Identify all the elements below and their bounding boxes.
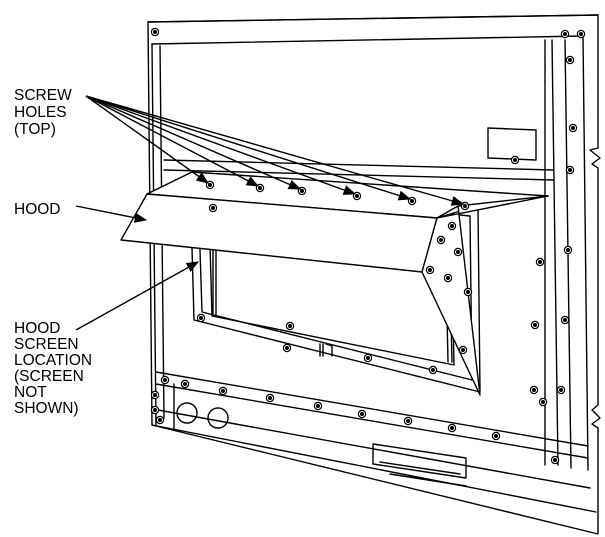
screw-head bbox=[529, 385, 539, 395]
screw-head bbox=[576, 29, 586, 39]
screw-head bbox=[463, 287, 473, 297]
leader-hood-screen bbox=[75, 261, 200, 331]
label-line: LOCATION bbox=[14, 352, 92, 369]
screw-head bbox=[196, 313, 206, 323]
screw-head bbox=[563, 245, 573, 255]
label-line: SCREEN bbox=[14, 336, 79, 353]
label-hood: HOOD bbox=[14, 201, 61, 218]
label-line: SHOWN) bbox=[14, 400, 79, 417]
inner-ledge bbox=[163, 159, 555, 181]
screw-head bbox=[565, 55, 575, 65]
label-plate bbox=[487, 127, 537, 161]
screw-head bbox=[403, 416, 413, 426]
label-line: HOOD bbox=[14, 320, 61, 337]
screw-head bbox=[568, 123, 578, 133]
screw-head bbox=[491, 431, 501, 441]
screw-head bbox=[363, 353, 373, 363]
label-line: (TOP) bbox=[14, 121, 56, 138]
leader-screw-5 bbox=[85, 95, 412, 201]
leader-screw-2 bbox=[85, 95, 260, 187]
screw-head bbox=[282, 343, 292, 353]
screw-head bbox=[150, 405, 160, 415]
screw-head bbox=[265, 393, 275, 403]
leader-lines bbox=[75, 95, 465, 331]
label-line: (SCREEN bbox=[14, 368, 84, 385]
frame-marking bbox=[319, 343, 333, 357]
screw-head bbox=[436, 235, 446, 245]
screw-head bbox=[453, 247, 463, 257]
screw-head bbox=[428, 365, 438, 375]
screw-head bbox=[458, 345, 468, 355]
screw-head bbox=[180, 379, 190, 389]
screw-head bbox=[510, 155, 520, 165]
base-handle bbox=[372, 443, 467, 487]
leader-screw-3 bbox=[85, 95, 302, 190]
label-line: HOLES bbox=[14, 104, 67, 121]
hood-side-panel bbox=[421, 195, 549, 396]
screw-head bbox=[313, 401, 323, 411]
screw-head bbox=[425, 265, 435, 275]
screw-head bbox=[550, 455, 560, 465]
knockout-1 bbox=[176, 402, 198, 424]
screw-head bbox=[205, 180, 215, 190]
screw-head bbox=[285, 321, 295, 331]
knockout-2 bbox=[207, 407, 229, 429]
screw-head bbox=[208, 203, 218, 213]
leader-screw-6 bbox=[85, 95, 465, 206]
screw-head bbox=[560, 29, 570, 39]
screw-head bbox=[155, 415, 165, 425]
screw-head bbox=[535, 257, 545, 267]
leader-screw-4 bbox=[85, 95, 357, 195]
screw-head bbox=[160, 375, 170, 385]
screw-head bbox=[447, 423, 457, 433]
screw-head bbox=[447, 221, 457, 231]
label-screw-holes: SCREW HOLES (TOP) bbox=[14, 87, 76, 138]
screw-head bbox=[560, 315, 570, 325]
label-line: HOOD bbox=[14, 201, 61, 218]
screw-head bbox=[565, 165, 575, 175]
cabinet-outline bbox=[147, 14, 601, 535]
screw-head bbox=[150, 390, 160, 400]
screw-head bbox=[530, 320, 540, 330]
screws bbox=[150, 27, 586, 465]
label-hood-screen-location: HOOD SCREEN LOCATION (SCREEN NOT SHOWN) bbox=[14, 320, 96, 417]
label-line: SCREW bbox=[14, 87, 72, 104]
screen-guide-left bbox=[212, 247, 217, 316]
label-line: NOT bbox=[14, 384, 47, 401]
screw-head bbox=[357, 409, 367, 419]
screw-head bbox=[218, 386, 228, 396]
screw-head bbox=[150, 27, 160, 37]
leader-screw-1 bbox=[85, 95, 210, 184]
screw-head bbox=[556, 385, 566, 395]
base-rail bbox=[151, 371, 597, 513]
screw-head bbox=[538, 397, 548, 407]
screw-head bbox=[443, 273, 453, 283]
leader-hood bbox=[75, 205, 148, 223]
top-rail bbox=[147, 14, 599, 45]
